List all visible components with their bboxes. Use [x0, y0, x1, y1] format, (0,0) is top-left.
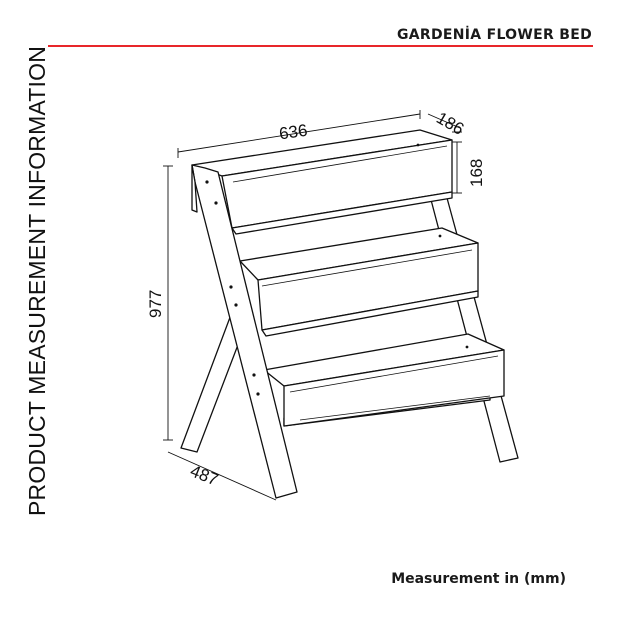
depth-label: 186: [433, 108, 467, 139]
base-depth-label: 487: [187, 461, 220, 489]
product-title: GARDENİA FLOWER BED: [396, 27, 592, 43]
title-rule: [48, 45, 593, 47]
box-height-label: 168: [467, 159, 486, 187]
measurement-note: Measurement in (mm): [391, 571, 566, 587]
width-label: 636: [278, 121, 309, 144]
total-height-label: 977: [146, 290, 165, 318]
